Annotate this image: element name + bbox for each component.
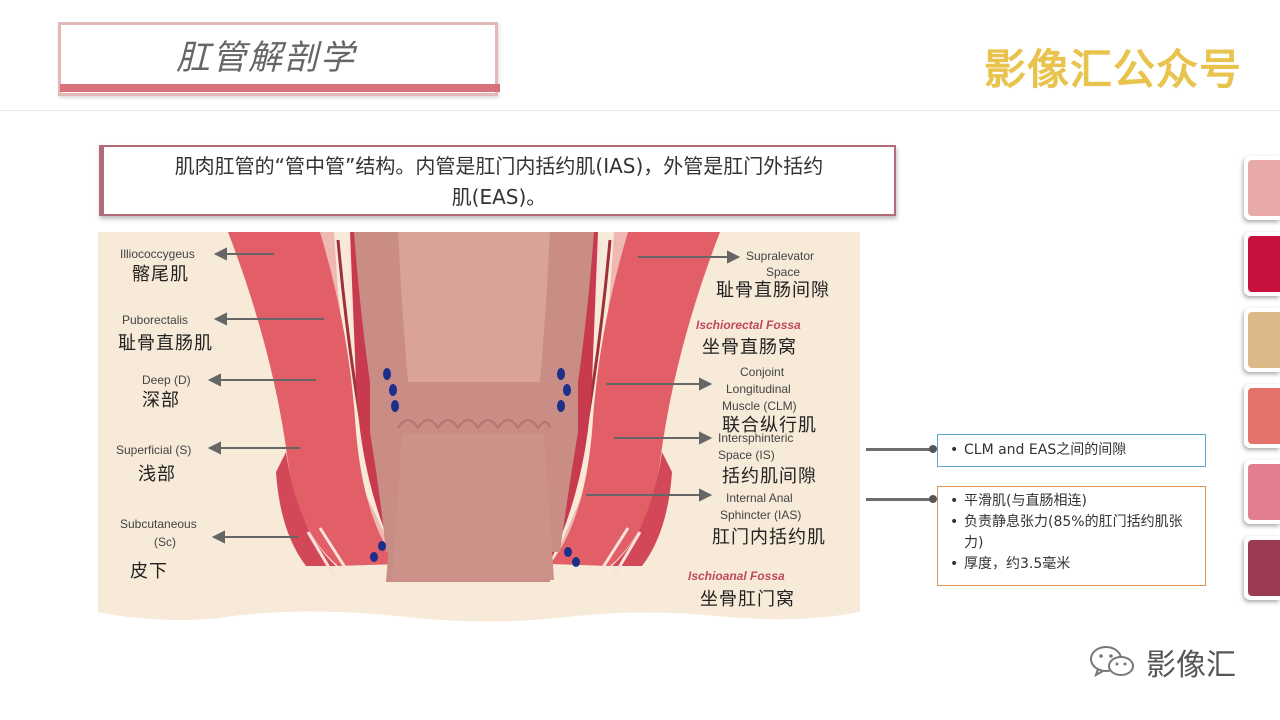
label-ias-zh: 肛门内括约肌 [712,527,826,548]
label-subcutaneous-zh: 皮下 [130,561,168,582]
connector-is-dot [929,445,937,453]
label-illiococcygeus-zh: 髂尾肌 [132,264,189,285]
label-ischiorectal-zh: 坐骨直肠窝 [702,337,797,358]
label-clm-en1: Conjoint [740,365,785,379]
color-strip-5[interactable] [1244,460,1280,524]
label-is-en1: Intersphinteric [718,431,794,445]
color-strip-4[interactable] [1244,384,1280,448]
label-is-en2: Space (IS) [718,448,775,462]
label-ischiorectal-en: Ischiorectal Fossa [696,318,801,332]
label-subcutaneous-en2: (Sc) [154,535,176,549]
callout-ias-item-2: 负责静息张力(85%的肛门括约肌张力) [946,512,1197,554]
connector-ias [866,498,934,501]
label-puborectalis-en: Puborectalis [122,313,189,327]
color-strip-6[interactable] [1244,536,1280,600]
brand-logo-text: 影像汇公众号 [984,45,1243,94]
label-supralevator-en1: Supralevator [746,249,815,263]
color-strip-3-fill [1248,312,1280,368]
wechat-icon [1090,646,1134,678]
label-ias-en2: Sphincter (IAS) [720,508,802,522]
label-clm-zh: 联合纵行肌 [722,415,817,436]
label-superficial-zh: 浅部 [138,464,176,485]
connector-ias-dot [929,495,937,503]
connector-is [866,448,934,451]
callout-is-item: CLM and EAS之间的间隙 [946,440,1197,461]
watermark-text: 影像汇 [1146,648,1236,683]
color-strip-1[interactable] [1244,156,1280,220]
label-deep-en: Deep (D) [142,373,191,387]
callout-ias-box: 平滑肌(与直肠相连) 负责静息张力(85%的肛门括约肌张力) 厚度，约3.5毫米 [937,486,1206,586]
anatomy-illustration [98,232,860,622]
label-illiococcygeus-en: Illiococcygeus [120,247,195,261]
color-strip-6-fill [1248,540,1280,596]
color-strip-3[interactable] [1244,308,1280,372]
label-clm-en2: Longitudinal [726,382,791,396]
label-deep-zh: 深部 [142,390,180,411]
label-subcutaneous-en1: Subcutaneous [120,517,197,531]
caption-line-2: 肌(EAS)。 [451,185,547,209]
watermark: 影像汇 [1088,642,1236,683]
title-tab: 肛管解剖学 [52,18,504,96]
header-divider [0,110,1280,111]
color-strip-2-fill [1248,236,1280,292]
color-strip-4-fill [1248,388,1280,444]
label-puborectalis-zh: 耻骨直肠肌 [118,333,213,354]
label-supralevator-zh: 耻骨直肠间隙 [716,280,830,301]
label-supralevator-en2: Space [766,265,801,279]
callout-ias-item-1: 平滑肌(与直肠相连) [946,491,1197,512]
callout-ias-item-3: 厚度，约3.5毫米 [946,554,1197,575]
label-is-zh: 括约肌间隙 [722,466,817,487]
label-superficial-en: Superficial (S) [116,443,192,457]
color-strip-5-fill [1248,464,1280,520]
label-clm-en3: Muscle (CLM) [722,399,797,413]
page-title: 肛管解剖学 [176,38,356,78]
label-ias-en1: Internal Anal [726,491,793,505]
title-underline-bar [60,84,500,92]
label-ischioanal-en: Ischioanal Fossa [688,569,785,583]
caption-line-1: 肌肉肛管的“管中管”结构。内管是肛门内括约肌(IAS)，外管是肛门外括约 [174,154,824,178]
callout-is-box: CLM and EAS之间的间隙 [937,434,1206,467]
color-strip-2[interactable] [1244,232,1280,296]
caption-box: 肌肉肛管的“管中管”结构。内管是肛门内括约肌(IAS)，外管是肛门外括约 肌(E… [99,145,896,216]
anal-canal-diagram: Illiococcygeus 髂尾肌 Puborectalis 耻骨直肠肌 De… [98,232,860,622]
color-strip-1-fill [1248,160,1280,216]
title-frame [58,22,498,96]
label-ischioanal-zh: 坐骨肛门窝 [700,589,795,610]
